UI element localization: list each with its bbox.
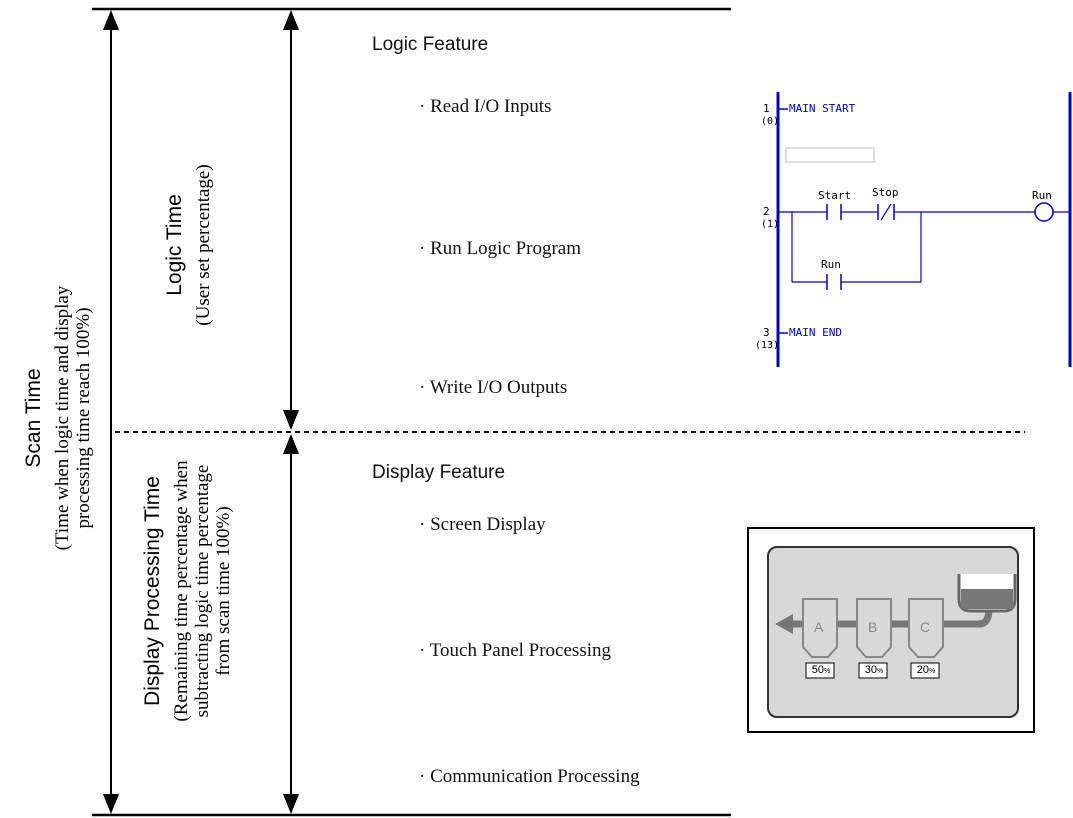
tank-b (856, 598, 892, 658)
ladder-diagram: 1 (0) MAIN START 2 (1) Start Stop Run Ru… (748, 92, 1073, 367)
display-feature-heading: Display Feature (372, 462, 506, 483)
main-start-label: MAIN START (789, 102, 856, 115)
rung1-address: (0) (761, 116, 780, 127)
ladder-graphics (776, 92, 1072, 367)
tank-a-label: A (814, 619, 824, 635)
logic-feature-heading: Logic Feature (372, 34, 489, 55)
logic-time-arrow (283, 10, 299, 430)
rung1-number: 1 (763, 102, 770, 115)
run-contact (826, 274, 842, 290)
display-item-screen: · Screen Display (419, 514, 546, 535)
scan-time-label: Scan Time (Time when logic time and disp… (22, 285, 94, 551)
display-item-touch: · Touch Panel Processing (419, 640, 611, 661)
start-contact (823, 204, 846, 220)
start-contact-label: Start (818, 189, 852, 202)
display-item-communication: · Communication Processing (419, 766, 640, 787)
tank-b-label: B (868, 619, 878, 635)
display-time-arrow (283, 434, 299, 814)
tank-a (802, 598, 838, 658)
rung2-address: (1) (761, 219, 780, 230)
rung3-address: (13) (755, 340, 780, 351)
main-end-label: MAIN END (789, 326, 842, 339)
display-time-label: Display Processing Time (Remaining time … (141, 460, 234, 722)
rung3-number: 3 (763, 326, 770, 339)
screen-display-illustration: A B C 50% 30% 20% (747, 527, 1035, 733)
tank-c-label: C (920, 619, 931, 635)
stop-contact (876, 203, 900, 221)
tank-a-percent: 50% (811, 664, 831, 676)
logic-item-write-outputs: · Write I/O Outputs (419, 377, 568, 398)
run-contact-label: Run (821, 258, 841, 271)
logic-time-label: Logic Time (User set percentage) (163, 164, 214, 326)
tank-c (908, 598, 944, 658)
stop-contact-label: Stop (872, 186, 899, 199)
run-coil-label: Run (1032, 189, 1052, 202)
rung2-number: 2 (763, 205, 770, 218)
tank-b-percent: 30% (864, 664, 884, 676)
logic-item-run-program: · Run Logic Program (419, 238, 582, 259)
process-graphics (775, 574, 1017, 679)
run-coil (1034, 202, 1054, 222)
logic-item-read-inputs: · Read I/O Inputs (419, 96, 552, 117)
scan-time-arrow (103, 10, 119, 814)
tank-c-percent: 20% (916, 664, 936, 676)
